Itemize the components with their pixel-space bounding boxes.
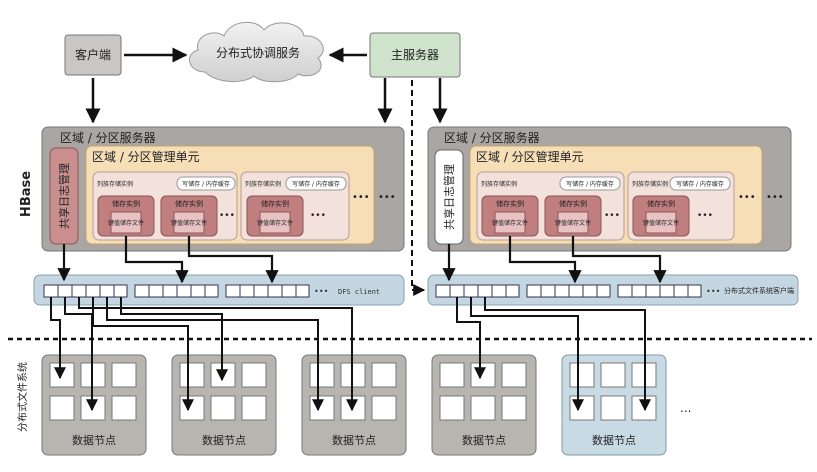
- dfs-client-label: DFS client: [338, 288, 380, 296]
- ellipsis: •••: [697, 211, 713, 221]
- store-file-label: 键值储存文件: [643, 219, 679, 227]
- column-family-label: 列族存储实例: [245, 180, 281, 188]
- store-file-label: 键值储存文件: [171, 219, 207, 227]
- column-family-label: 列族存储实例: [481, 180, 517, 188]
- store-label: 储存实例: [261, 199, 289, 208]
- data-node-4: 数据节点: [431, 354, 537, 456]
- data-node-2: 数据节点: [171, 354, 277, 456]
- store-file-label: 键值储存文件: [257, 219, 293, 227]
- wal-label: 共享日志管理: [442, 164, 456, 230]
- dfs-client-left: ••• DFS client: [33, 274, 405, 306]
- coordination-cloud: 分布式协调服务: [189, 21, 324, 83]
- dfs-ellipsis: •••: [314, 287, 328, 296]
- store-file-label: 键值储存文件: [555, 219, 591, 227]
- memstore-label: 写储存 / 内存缓存: [182, 180, 230, 188]
- master-label: 主服务器: [391, 47, 439, 62]
- server-ellipsis: •••: [766, 192, 784, 203]
- dfs-client-label: 分布式文件系统客户端: [724, 286, 794, 295]
- region-ellipsis: •••: [352, 192, 370, 203]
- dfs-ellipsis: •••: [706, 287, 720, 296]
- store-left-2: 列族存储实例 写储存 / 内存缓存 储存实例 键值储存文件 •••: [240, 171, 350, 241]
- memstore-label: 写储存 / 内存缓存: [566, 180, 614, 188]
- nodes-ellipsis: ...: [680, 401, 691, 415]
- block-dividers: [57, 285, 689, 297]
- fs-label: 分布式文件系统: [16, 362, 29, 432]
- region-server-title: 区域 / 分区服务器: [60, 130, 156, 145]
- store-label: 储存实例: [496, 199, 524, 208]
- client-label: 客户端: [75, 47, 111, 62]
- memstore-label: 写储存 / 内存缓存: [292, 180, 340, 188]
- store-label: 储存实例: [175, 199, 203, 208]
- region-server-right: 区域 / 分区服务器 共享日志管理 区域 / 分区管理单元 列族存储实例 写储存…: [427, 126, 792, 252]
- data-node-label: 数据节点: [72, 433, 116, 447]
- ellipsis: •••: [219, 211, 235, 221]
- store-label: 储存实例: [647, 199, 675, 208]
- region-title: 区域 / 分区管理单元: [92, 149, 200, 164]
- dfs-to-node-arrows: [50, 297, 651, 412]
- store-left-1: 列族存储实例 写储存 / 内存缓存 储存实例 键值储存文件 储存实例 键值储存文…: [92, 171, 238, 241]
- top-arrows: [85, 47, 448, 124]
- region-server-title: 区域 / 分区服务器: [444, 130, 540, 145]
- store-file-label: 键值储存文件: [492, 219, 528, 227]
- ellipsis: •••: [604, 211, 620, 221]
- memstore-label: 写储存 / 内存缓存: [676, 180, 724, 188]
- server-ellipsis: •••: [378, 192, 396, 203]
- master-box: 主服务器: [369, 32, 461, 78]
- store-right-2: 列族存储实例 写储存 / 内存缓存 储存实例 键值储存文件 •••: [627, 171, 735, 241]
- region-ellipsis: •••: [738, 192, 756, 203]
- store-to-dfs-arrows: [57, 236, 667, 284]
- region-server-left: 区域 / 分区服务器 共享日志管理 区域 / 分区管理单元 列族存储实例 写储存…: [41, 126, 405, 252]
- column-family-label: 列族存储实例: [632, 180, 668, 188]
- store-file-label: 键值储存文件: [108, 219, 144, 227]
- hbase-label: HBase: [19, 171, 34, 217]
- store-label: 储存实例: [112, 199, 140, 208]
- region-title: 区域 / 分区管理单元: [476, 149, 584, 164]
- dfs-client-right: ••• 分布式文件系统客户端: [427, 274, 799, 306]
- data-node-3: 数据节点: [301, 354, 407, 456]
- wal-label: 共享日志管理: [57, 163, 71, 229]
- column-family-label: 列族存储实例: [97, 180, 133, 188]
- data-node-label: 数据节点: [592, 433, 636, 447]
- ellipsis: •••: [310, 211, 326, 221]
- data-node-label: 数据节点: [202, 433, 246, 447]
- store-label: 储存实例: [559, 199, 587, 208]
- data-node-label: 数据节点: [332, 433, 376, 447]
- data-node-label: 数据节点: [462, 433, 506, 447]
- client-box: 客户端: [64, 34, 122, 76]
- data-node-1: 数据节点: [41, 354, 147, 456]
- coordination-label: 分布式协调服务: [216, 45, 300, 60]
- store-right-1: 列族存储实例 写储存 / 内存缓存 储存实例 键值储存文件 储存实例 键值储存文…: [476, 171, 625, 241]
